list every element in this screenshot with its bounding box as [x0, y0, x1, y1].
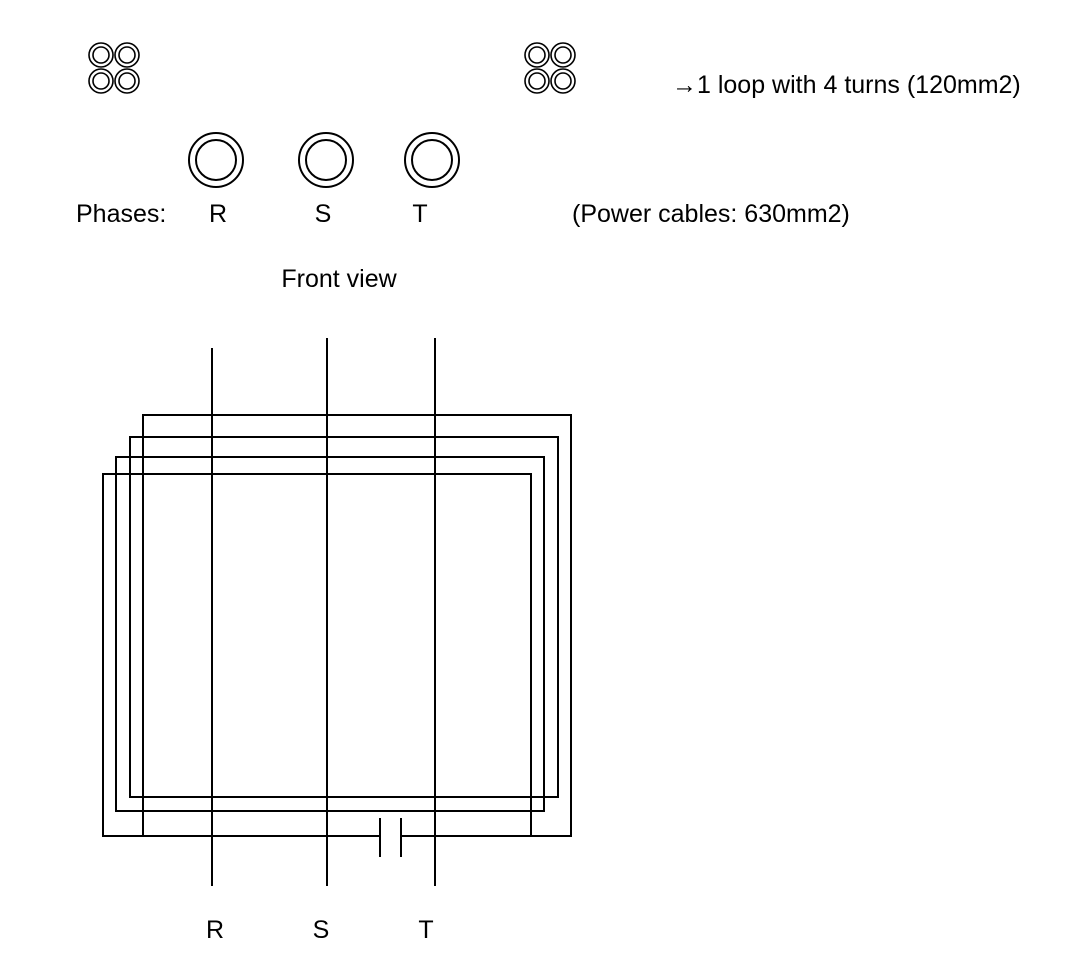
phase-label-r: R: [209, 200, 227, 228]
phases-label: Phases:: [76, 200, 166, 228]
phase-label-s: S: [315, 200, 332, 228]
front-phase-label-r: R: [206, 916, 224, 944]
power-cable-t-icon: [404, 132, 460, 188]
loop-cable-bundle-right-icon: [524, 42, 576, 94]
capacitor-gap: [380, 826, 401, 846]
power-cable-s-icon: [298, 132, 354, 188]
phase-label-t: T: [412, 200, 427, 228]
power-cable-r-icon: [188, 132, 244, 188]
power-cables-note: (Power cables: 630mm2): [572, 200, 850, 228]
loop-turn-3: [115, 456, 545, 812]
loop-note: →1 loop with 4 turns (120mm2): [672, 71, 1021, 99]
front-view-title: Front view: [281, 265, 397, 293]
capacitor-icon: [379, 818, 402, 857]
loop-turns: [102, 414, 572, 837]
loop-turn-1: [142, 414, 572, 837]
loop-turn-4: [102, 473, 532, 837]
loop-turn-2: [129, 436, 559, 798]
front-phase-label-t: T: [418, 916, 433, 944]
front-phase-label-s: S: [313, 916, 330, 944]
loop-cable-bundle-left-icon: [88, 42, 140, 94]
